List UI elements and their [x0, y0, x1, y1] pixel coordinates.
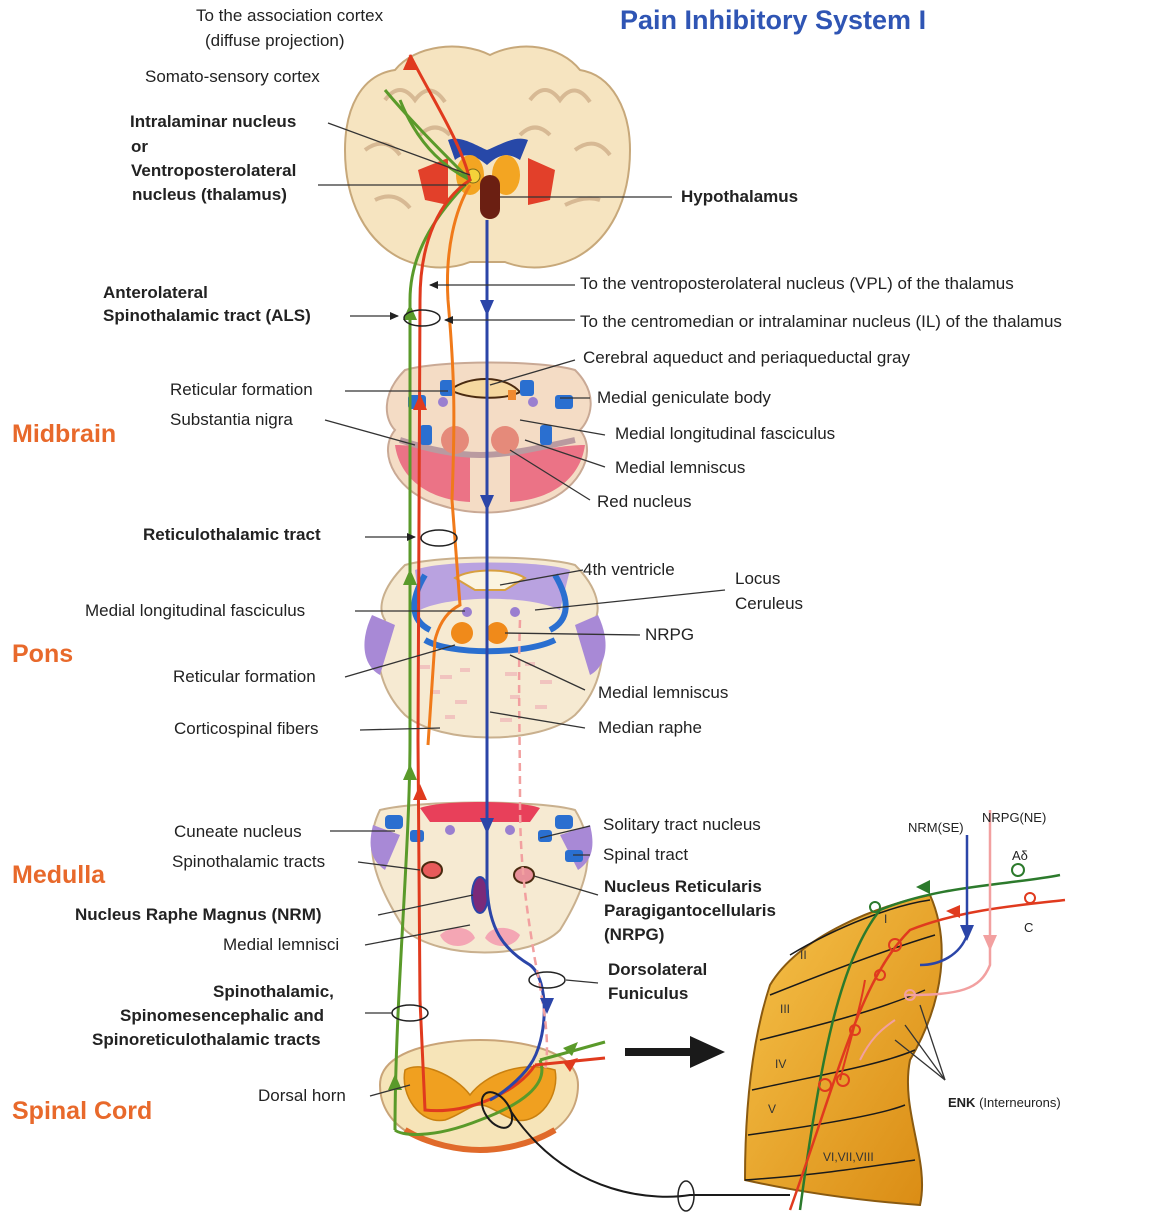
label-anterolateral: Anterolateral — [103, 283, 208, 303]
label-substantia-nigra: Substantia nigra — [170, 410, 293, 430]
lamina-v: V — [768, 1102, 776, 1116]
label-mlf-midbrain: Medial longitudinal fasciculus — [615, 424, 835, 444]
label-diffuse-projection: (diffuse projection) — [205, 31, 345, 51]
lamina-ii: II — [800, 948, 807, 962]
label-nrm-se: NRM(SE) — [908, 820, 964, 836]
label-spinothalamic-tract-als: Spinothalamic tract (ALS) — [103, 306, 311, 326]
section-spinal-cord: Spinal Cord — [12, 1097, 152, 1126]
label-ventroposterolateral: Ventroposterolateral — [131, 161, 296, 181]
label-spinoreticulothalamic: Spinoreticulothalamic tracts — [92, 1030, 321, 1050]
enlargement-arrow — [625, 1036, 725, 1068]
label-enk-interneurons: ENK (Interneurons) — [948, 1095, 1061, 1111]
label-corticospinal-fibers: Corticospinal fibers — [174, 719, 319, 739]
label-c-fiber: C — [1024, 920, 1033, 936]
label-medial-geniculate-body: Medial geniculate body — [597, 388, 771, 408]
diagram-title: Pain Inhibitory System I — [620, 5, 926, 36]
lamina-iii: III — [780, 1002, 790, 1016]
label-dorsal-horn: Dorsal horn — [258, 1086, 346, 1106]
label-reticular-formation-midbrain: Reticular formation — [170, 380, 313, 400]
label-or: or — [131, 137, 148, 157]
label-spinomesencephalic: Spinomesencephalic and — [120, 1006, 324, 1026]
label-reticular-formation-pons: Reticular formation — [173, 667, 316, 687]
a-delta-terminal — [1012, 864, 1024, 876]
label-nucleus-thalamus: nucleus (thalamus) — [132, 185, 287, 205]
label-association-cortex: To the association cortex — [196, 6, 383, 26]
label-nucleus-reticularis: Nucleus Reticularis — [604, 877, 762, 897]
lamina-i: I — [884, 912, 887, 926]
label-funiculus: Funiculus — [608, 984, 688, 1004]
label-paragigantocellularis: Paragigantocellularis — [604, 901, 776, 921]
label-to-il: To the centromedian or intralaminar nucl… — [580, 312, 1062, 332]
label-mlf-pons: Medial longitudinal fasciculus — [85, 601, 305, 621]
label-solitary-tract-nucleus: Solitary tract nucleus — [603, 815, 761, 835]
section-pons: Pons — [12, 640, 73, 669]
label-median-raphe: Median raphe — [598, 718, 702, 738]
label-nrpg-pons: NRPG — [645, 625, 694, 645]
label-intralaminar-nucleus: Intralaminar nucleus — [130, 112, 296, 132]
midbrain-section — [387, 363, 591, 513]
label-medial-lemniscus-pons: Medial lemniscus — [598, 683, 728, 703]
label-a-delta: Aδ — [1012, 848, 1028, 864]
label-nrpg-abbrev: (NRPG) — [604, 925, 664, 945]
label-somatosensory-cortex: Somato-sensory cortex — [145, 67, 320, 87]
label-spinothalamic: Spinothalamic, — [213, 982, 334, 1002]
label-cerebral-aqueduct: Cerebral aqueduct and periaqueductal gra… — [583, 348, 910, 368]
label-enk: ENK — [948, 1095, 975, 1110]
label-medial-lemnisci: Medial lemnisci — [223, 935, 339, 955]
section-medulla: Medulla — [12, 861, 105, 890]
label-nrpg-ne: NRPG(NE) — [982, 810, 1046, 826]
label-locus: Locus — [735, 569, 780, 589]
lamina-iv: IV — [775, 1057, 786, 1071]
label-interneurons: (Interneurons) — [975, 1095, 1060, 1110]
label-hypothalamus: Hypothalamus — [681, 187, 798, 207]
label-nucleus-raphe-magnus: Nucleus Raphe Magnus (NRM) — [75, 905, 322, 925]
label-red-nucleus: Red nucleus — [597, 492, 692, 512]
label-spinal-tract: Spinal tract — [603, 845, 688, 865]
label-reticulothalamic-tract: Reticulothalamic tract — [143, 525, 321, 545]
label-ceruleus: Ceruleus — [735, 594, 803, 614]
lamina-vi-vii-viii: VI,VII,VIII — [823, 1150, 874, 1164]
section-midbrain: Midbrain — [12, 420, 116, 449]
label-to-vpl: To the ventroposterolateral nucleus (VPL… — [580, 274, 1014, 294]
label-spinothalamic-tracts: Spinothalamic tracts — [172, 852, 325, 872]
label-cuneate-nucleus: Cuneate nucleus — [174, 822, 302, 842]
label-medial-lemniscus-midbrain: Medial lemniscus — [615, 458, 745, 478]
label-4th-ventricle: 4th ventricle — [583, 560, 675, 580]
pons-section — [364, 558, 605, 738]
label-dorsolateral: Dorsolateral — [608, 960, 707, 980]
